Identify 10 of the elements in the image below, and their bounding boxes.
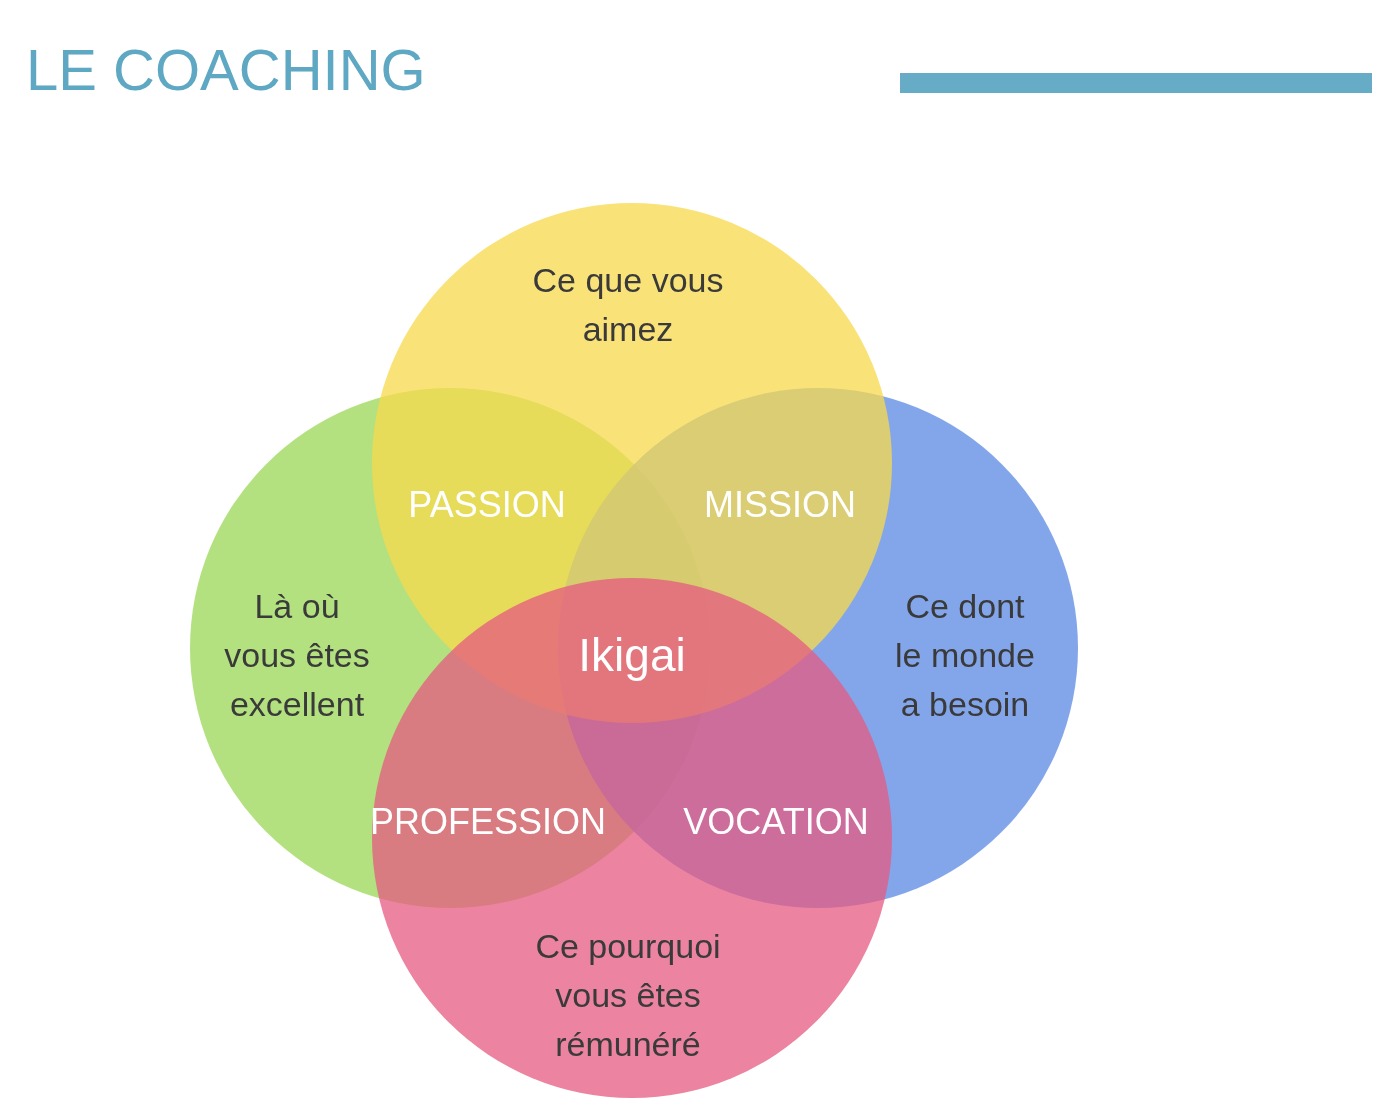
circle-label: Là où vous êtes excellent bbox=[217, 581, 377, 729]
region-label: MISSION bbox=[704, 484, 856, 526]
region-label: VOCATION bbox=[683, 801, 869, 843]
region-label: PASSION bbox=[408, 484, 566, 526]
circle-label: Ce pourquoi vous êtes rémunéré bbox=[525, 921, 731, 1069]
region-label: Ikigai bbox=[578, 628, 686, 682]
page-title: LE COACHING bbox=[26, 36, 426, 103]
circle-label: Ce dont le monde a besoin bbox=[890, 581, 1040, 729]
circle-label: Ce que vous aimez bbox=[528, 256, 728, 354]
region-label: PROFESSION bbox=[370, 801, 606, 843]
